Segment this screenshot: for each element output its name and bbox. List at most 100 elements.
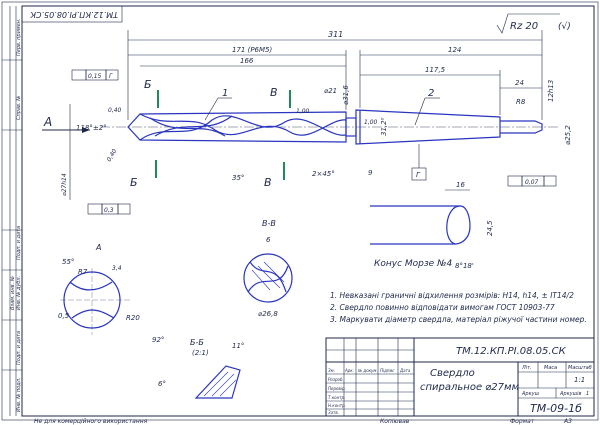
title-role-4: Н.контр. [328,403,346,408]
dim-phi26-8: ⌀26,8 [258,310,278,318]
dim-phi31-6: ⌀31,6 [342,85,350,105]
top-left-code-box: ТМ.12.КП.РІ.08.05.СК [21,5,123,23]
dim-11: 11° [232,342,244,350]
dim-8-18: 8°18' [455,262,474,270]
view-a-letter: А [43,115,52,129]
dim-0-5: 0,5 [58,312,70,320]
footer-left: Не для комерційного використання [34,418,148,425]
title-block-name-1: Свердло [430,368,475,379]
dim-phi27: ⌀27h14 [61,173,68,196]
title-block-sheets-num: 1 [586,391,589,397]
roughness-mark: Rz 20 (√) [496,13,571,34]
side-label-2: Справ. № [16,96,22,120]
view-a-arrow: А [42,115,90,133]
dim-124: 124 [448,46,461,54]
section-markers: Б Б В В [130,78,291,189]
side-label-1: Перв. примен. [16,18,22,56]
title-block: ТМ.12.КП.РІ.08.05.СК Свердло спиральное … [325,337,595,417]
dim-r8: R8 [516,98,526,106]
dim-24: 24 [515,79,524,87]
section-b-b: Б-Б (2:1) 11° 6° [158,338,244,399]
dim-2x45: 2×45° [312,170,335,178]
dim-171: 171 (Р6М5) [232,46,272,54]
tolerance-frames: 0,15 Г 0,3 0,07 Г [71,69,557,215]
part-label-2: 2 [428,88,434,99]
side-label-3: Подп. и дата [16,226,22,260]
title-block-scale: 1:1 [574,376,585,384]
side-label-5: Взам. инв. № [10,276,16,310]
dimension-lines: 311 171 (Р6М5) 166 124 117,5 24 ⌀21 ⌀31,… [61,30,572,200]
left-margin-stamp: Перв. примен. Справ. № Подп. и дата Инв.… [2,6,22,416]
tol-015: 0,15 [88,73,102,80]
dim-3-4: 3,4 [112,265,122,272]
side-label-7: Инв. № подл. [16,378,22,413]
title-role-3: Т.контр. [328,395,345,400]
title-block-sheets: Аркушів [559,391,582,397]
footer-format-value: A3 [563,418,572,425]
dim-r20: R20 [126,314,140,322]
view-a-title: А [95,243,101,252]
dim-040-b: 0,40 [106,148,119,163]
title-role-5: Затв. [328,410,339,415]
title-role-2: Перевір. [328,386,346,391]
tol-007: 0,07 [525,179,539,186]
dim-12h13: 12h13 [547,80,555,102]
drill-main-view: 1 2 [100,88,560,145]
view-a-detail: А 55° R7 3,4 R20 0,5 92° [58,243,164,344]
section-b-top: Б [144,78,152,91]
part-label-1: 1 [222,88,228,99]
dim-100-a: 1,00 [296,108,310,115]
note-2: 2. Свердло повинно відповідати вимогам Г… [330,303,555,312]
title-block-head-mass: Маса [544,365,557,371]
dim-v-6: 6 [266,236,271,244]
tol-03: 0,3 [104,207,114,214]
title-block-name-2: спиральное ⌀27мм [420,382,520,393]
title-row-label-4: Підпис [380,368,395,373]
title-block-head-lit: Літ. [521,365,532,371]
dim-6: 6° [158,380,166,388]
section-b-b-title: Б-Б [190,338,204,347]
section-b-b-scale: (2:1) [192,349,209,357]
title-row-label-3: № докум. [357,368,378,373]
dim-100-b: 1,00 [364,119,378,126]
title-block-head-scale: Масштаб [568,365,592,371]
dim-166: 166 [240,57,254,65]
title-role-1: Розроб. [328,377,344,382]
title-block-group: ТМ-09-1б [530,402,582,415]
tol-015-basis: Г [109,73,113,80]
section-v-bottom: В [264,176,272,189]
section-v-top: В [270,86,278,99]
basis-g: Г [416,171,421,179]
dim-phi25-2: ⌀25,2 [564,125,572,145]
section-b-bottom: Б [130,176,138,189]
stamp-code-rotated: ТМ.12.КП.РІ.08.05.СК [30,10,118,19]
title-row-label-1: Зм. [328,368,335,373]
footer: Не для комерційного використання Копіюва… [34,418,572,425]
dim-117-5: 117,5 [425,66,446,74]
dim-311: 311 [328,30,343,39]
note-1: 1. Невказані граничні відхилення розмірі… [330,291,574,300]
note-3: 3. Маркувати діаметр свердла, матеріал р… [330,315,587,324]
dim-040-a: 0,40 [108,107,122,114]
dim-55: 55° [62,258,74,266]
title-row-label-2: Арк. [344,368,354,373]
side-label-6: Подп. и дата [16,331,22,365]
dim-phi21: ⌀21 [324,87,337,95]
cone-label: Конус Морзе №4 [374,259,452,269]
title-block-code: ТМ.12.КП.РІ.08.05.СК [456,346,567,357]
section-v-v-title: В-В [262,219,276,228]
roughness-value: Rz 20 [510,21,538,32]
dim-24-5: 24,5 [486,220,494,236]
roughness-symbol: (√) [558,21,571,32]
dim-31-2: 31,2⁰ [380,117,388,136]
dim-9: 9 [368,169,373,177]
section-v-v: В-В 6 ⌀26,8 [243,219,293,318]
title-row-label-5: Дата [399,368,411,373]
footer-format: Формат [510,418,535,425]
drawing-frame [21,5,595,417]
dim-118: 118°±2° [76,124,107,132]
dim-92: 92° [152,336,164,344]
footer-copied: Копіював [380,418,410,425]
